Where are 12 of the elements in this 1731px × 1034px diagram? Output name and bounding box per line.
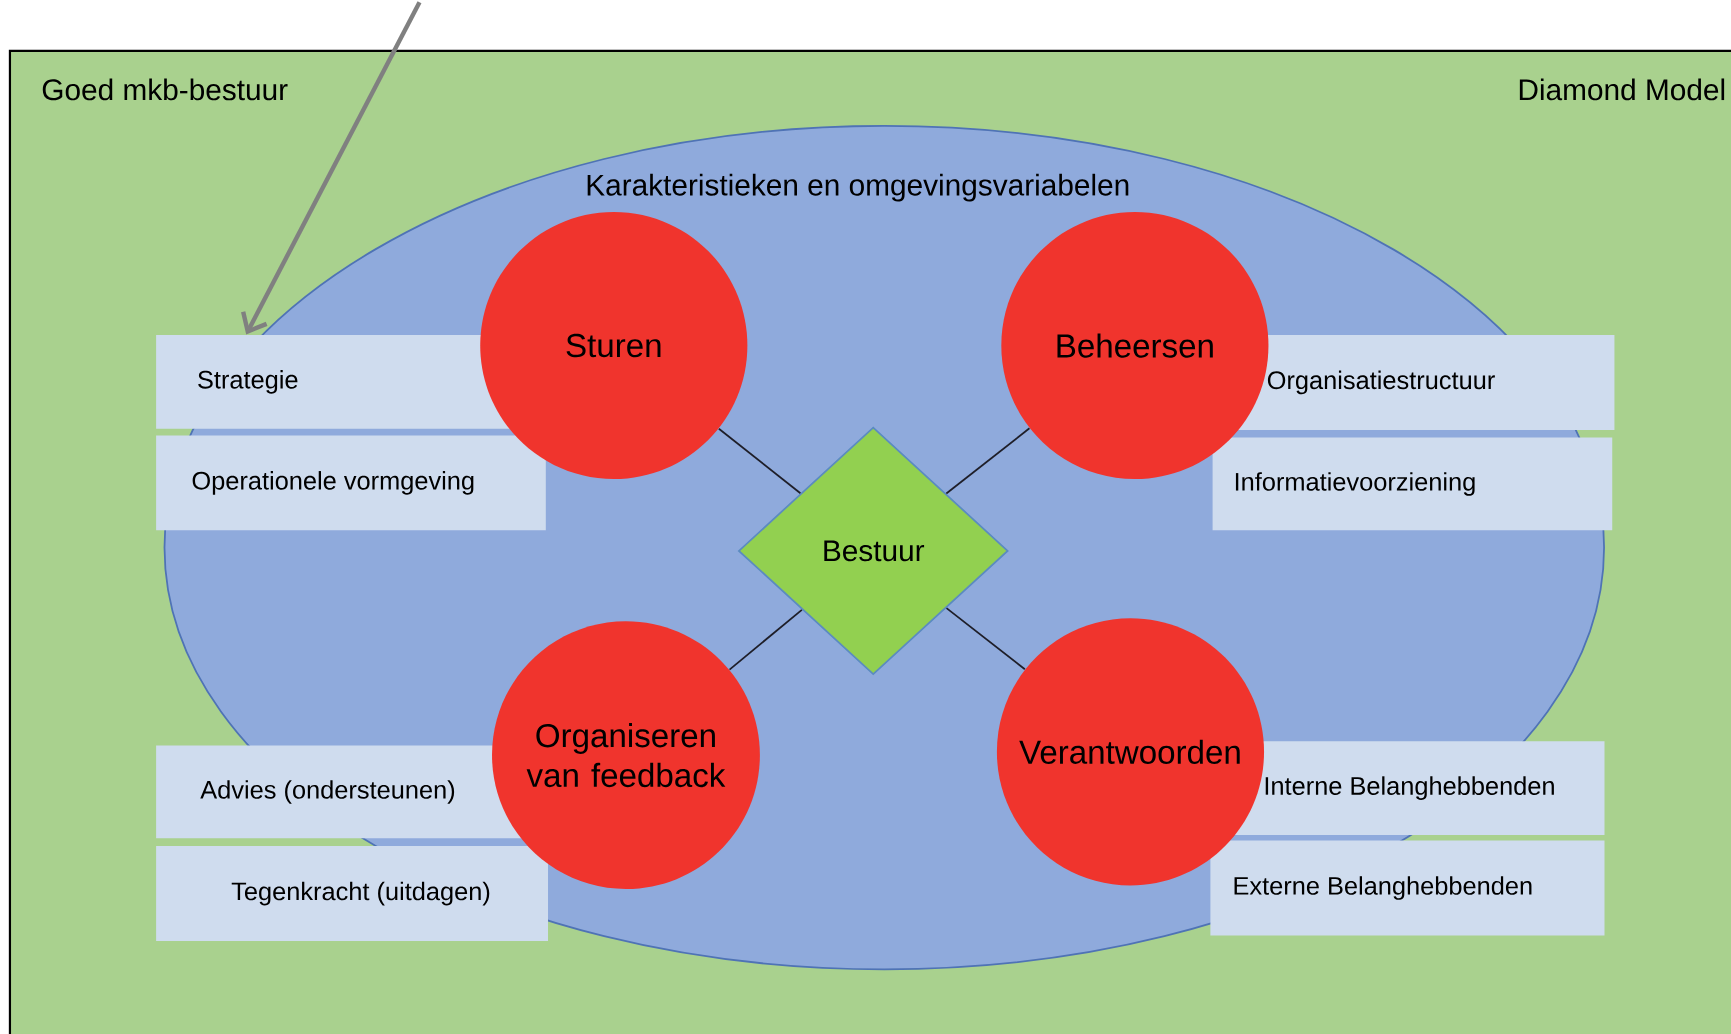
text-box: Externe Belanghebbenden	[1210, 840, 1605, 936]
connector-line	[718, 427, 802, 494]
connector-line	[945, 427, 1031, 495]
text-box: Tegenkracht (uitdagen)	[156, 845, 548, 941]
connector-line	[728, 608, 803, 671]
ellipse-label: Karakteristieken en omgevingsvariabelen	[587, 173, 1129, 202]
arrow	[241, 0, 422, 335]
panel-title: Diamond Model	[1519, 78, 1725, 101]
text-box: Operationele vormgeving	[156, 435, 546, 531]
connector-line	[945, 607, 1026, 670]
text-box: Informatievoorziening	[1212, 437, 1613, 531]
panel-title: Goed mkb-bestuur	[42, 78, 288, 101]
